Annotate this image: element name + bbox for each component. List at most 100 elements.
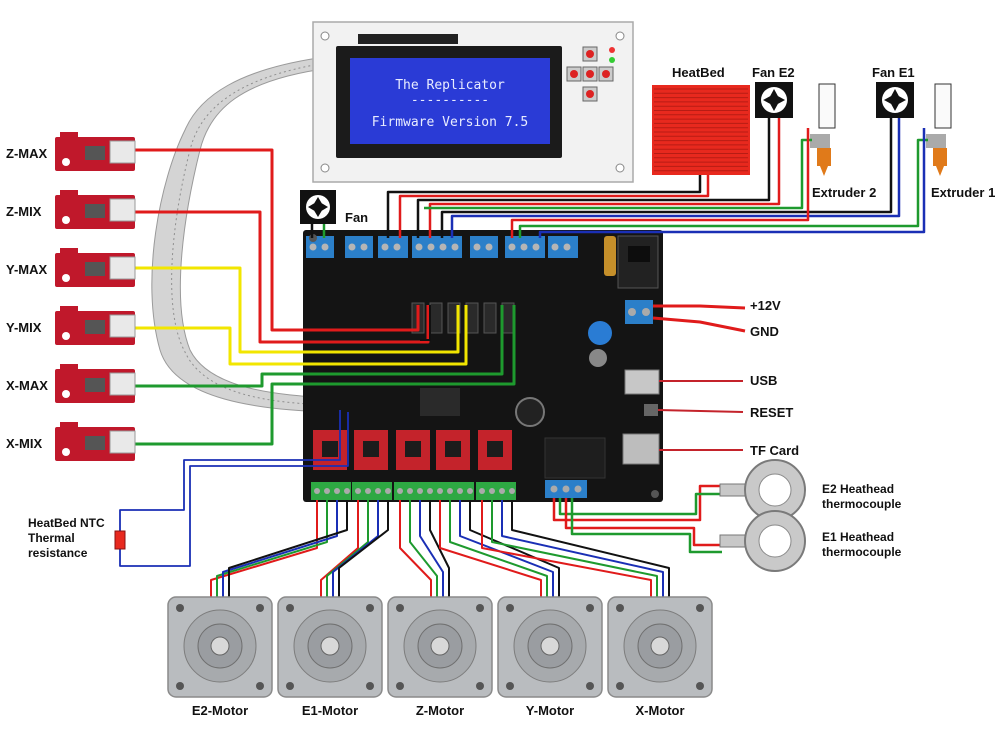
stepper-motor xyxy=(497,596,603,698)
line-reset xyxy=(657,409,744,413)
lcd-dashes: ---------- xyxy=(411,93,489,108)
endstop-y-mix xyxy=(55,306,136,345)
endstop-label: X-MIX xyxy=(6,436,43,451)
tf-card-slot xyxy=(622,433,660,465)
reset-button xyxy=(644,404,658,416)
wire-heatbed-black xyxy=(386,175,702,238)
ntc-label: HeatBed NTC Thermal resistance xyxy=(28,516,105,560)
motor-label: Z-Motor xyxy=(415,703,465,718)
fuse xyxy=(604,236,616,276)
board-terminal xyxy=(548,236,578,258)
heatbed xyxy=(652,85,750,175)
endstop-label: Y-MAX xyxy=(6,262,48,277)
endstop-y-max xyxy=(55,248,136,287)
motor-terminal xyxy=(476,482,516,500)
e1-thermocouple-label: E1 Heathead thermocouple xyxy=(822,530,902,559)
endstop-label: Y-MIX xyxy=(6,320,42,335)
wire-motor xyxy=(320,500,359,598)
board-terminal xyxy=(345,236,373,258)
endstop-label: Z-MIX xyxy=(6,204,42,219)
lcd-module: The Replicator ---------- Firmware Versi… xyxy=(312,21,634,183)
wire-motor xyxy=(459,500,554,598)
wire-fan-e2-black xyxy=(416,118,771,238)
wire-gnd xyxy=(652,316,746,333)
endstop-z-mix xyxy=(55,190,136,229)
endstop-label: X-MAX xyxy=(6,378,48,393)
wire-tc-e2-red xyxy=(552,484,722,522)
e2-thermocouple-label: E2 Heathead thermocouple xyxy=(822,482,902,511)
wire-motor xyxy=(228,500,348,598)
board-terminal xyxy=(470,236,498,258)
wire-motor xyxy=(481,500,652,598)
wire-fan-e1-blue xyxy=(450,118,901,238)
board-terminal xyxy=(412,236,462,258)
lcd-screen xyxy=(350,58,550,144)
wire-tc-e2-green xyxy=(558,492,722,516)
wire-motor xyxy=(326,500,369,598)
wire-fan-e2-red xyxy=(428,118,781,238)
stepper-motor xyxy=(167,596,273,698)
reset-label: RESET xyxy=(750,405,794,420)
wire-tc-e1-green xyxy=(570,498,722,554)
motor-terminal xyxy=(394,482,434,500)
wire-motor xyxy=(429,500,450,598)
fan-e1-label: Fan E1 xyxy=(872,65,915,80)
e1-thermocouple-ring xyxy=(719,510,806,572)
wire-motor xyxy=(216,500,328,598)
control-board xyxy=(303,230,663,502)
fan-e2-label: Fan E2 xyxy=(752,65,795,80)
wire-ntc-2 xyxy=(119,412,349,567)
lcd-line-1: The Replicator xyxy=(395,78,505,93)
fan-icon xyxy=(300,190,336,224)
fan-e2-icon xyxy=(755,82,793,118)
wire-motor xyxy=(419,500,444,598)
stepper-motor xyxy=(387,596,493,698)
wire-extruder2-red xyxy=(510,128,810,238)
wire-motor xyxy=(399,500,432,598)
wire-y-max xyxy=(135,266,460,354)
gnd-label: GND xyxy=(750,324,779,339)
extruder-1-label: Extruder 1 xyxy=(931,185,996,200)
extruder-1-icon xyxy=(926,83,952,176)
motor-label: E1-Motor xyxy=(301,703,359,718)
wire-motor xyxy=(338,500,389,598)
fan-e1-icon xyxy=(876,82,914,118)
wire-motor xyxy=(439,500,542,598)
stepper-motor xyxy=(607,596,713,698)
usb-label: USB xyxy=(750,373,778,388)
stepper-motor xyxy=(277,596,383,698)
buzzer xyxy=(588,321,612,345)
endstop-x-max xyxy=(55,364,136,403)
e2-thermocouple-ring xyxy=(719,459,806,521)
wire-motor xyxy=(501,500,664,598)
wire-motor xyxy=(469,500,560,598)
wire-heatbed-red xyxy=(398,175,710,238)
wire-x-max xyxy=(135,305,504,388)
wire-fan-e1-black xyxy=(440,118,893,238)
capacitor xyxy=(515,397,545,427)
ntc-thermistor xyxy=(114,530,126,550)
endstop-z-max xyxy=(55,132,136,171)
wire-motor xyxy=(449,500,548,598)
extruder-2-label: Extruder 2 xyxy=(812,185,877,200)
motor-label: E2-Motor xyxy=(191,703,249,718)
fan-label: Fan xyxy=(345,210,369,225)
wire-x-min xyxy=(135,305,516,446)
wire-z-max xyxy=(135,148,420,332)
wire-motor xyxy=(491,500,658,598)
motor-terminal xyxy=(434,482,474,500)
motor-label: X-Motor xyxy=(635,703,685,718)
lcd-line-2: Firmware Version 7.5 xyxy=(372,115,529,130)
motor-label: Y-Motor xyxy=(525,703,575,718)
wire-motor xyxy=(511,500,670,598)
motor-terminal xyxy=(311,482,351,500)
wire-extruder1-green xyxy=(518,138,928,238)
wire-endstop-gnd xyxy=(420,305,431,341)
wire-motor xyxy=(210,500,318,598)
wire-z-min xyxy=(135,210,430,344)
wire-y-min xyxy=(135,305,468,366)
wire-tc-e1-red xyxy=(564,498,722,547)
lcd-buttons xyxy=(566,46,615,102)
